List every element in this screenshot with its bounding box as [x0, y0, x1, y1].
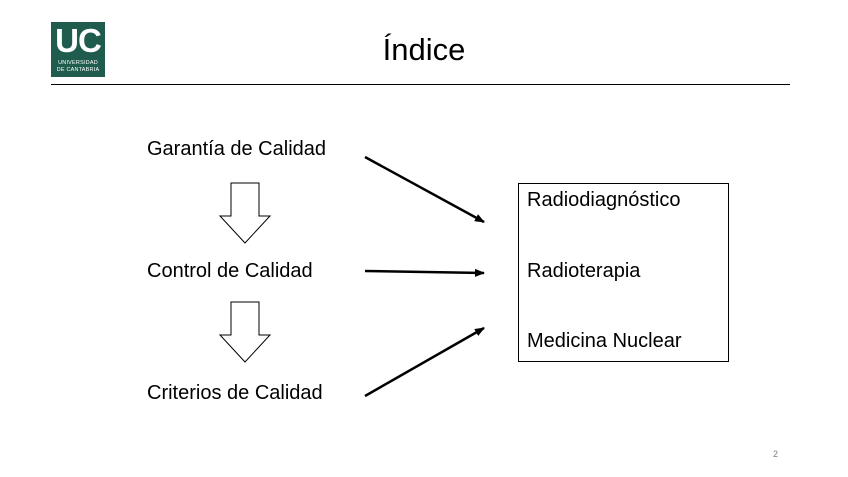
title-divider	[51, 84, 790, 85]
page-number: 2	[773, 449, 779, 459]
node-garantia-de-calidad: Garantía de Calidad	[147, 138, 327, 160]
arrow-garantia-to-box	[364, 155, 485, 224]
node-control-de-calidad: Control de Calidad	[147, 260, 313, 282]
application-radiodiagnostico: Radiodiagnóstico	[527, 189, 681, 211]
application-radioterapia: Radioterapia	[527, 260, 641, 282]
slide-title: Índice	[382, 32, 466, 67]
logo-subline-1: UNIVERSIDAD	[58, 60, 98, 66]
arrow-control-to-box	[364, 268, 485, 277]
down-arrow-lower	[218, 301, 272, 363]
university-logo: UC UNIVERSIDAD DE CANTABRIA	[51, 22, 105, 77]
applications-box: Radiodiagnóstico Radioterapia Medicina N…	[518, 183, 729, 362]
logo-subline-2: DE CANTABRIA	[56, 67, 100, 73]
arrow-criterios-to-box	[364, 326, 485, 398]
logo-mark: UC	[55, 22, 102, 59]
down-arrow-upper	[218, 182, 272, 244]
node-criterios-de-calidad: Criterios de Calidad	[147, 382, 323, 404]
application-medicina-nuclear: Medicina Nuclear	[527, 330, 682, 352]
